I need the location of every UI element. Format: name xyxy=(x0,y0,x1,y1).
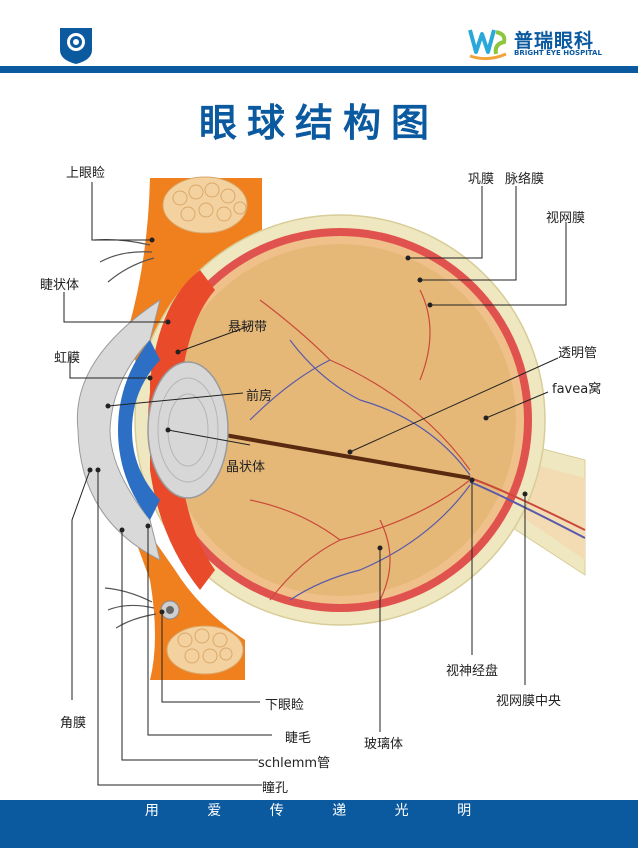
lens xyxy=(147,361,229,499)
brand-mark-icon xyxy=(468,29,507,61)
brand-english-name: BRIGHT EYE HOSPITAL xyxy=(514,49,602,57)
label-optic-disc: 视神经盘 xyxy=(446,664,499,679)
hospital-logo-icon xyxy=(54,22,98,66)
leader-lines xyxy=(63,182,567,786)
label-retina: 视网膜 xyxy=(546,211,586,226)
label-choroid: 脉络膜 xyxy=(505,172,545,187)
label-vitreous: 玻璃体 xyxy=(364,737,404,752)
brand-logo: 普瑞眼科 BRIGHT EYE HOSPITAL xyxy=(466,22,616,62)
lower-fat-pad xyxy=(166,625,244,675)
footer-slogan: 用 爱 传 递 光 明 xyxy=(144,803,494,819)
label-pupil: 瞳孔 xyxy=(262,781,289,796)
header-divider xyxy=(0,66,638,73)
label-cornea: 角膜 xyxy=(60,716,87,731)
upper-fat-pad xyxy=(162,176,248,234)
central-retinal-vessels xyxy=(469,477,586,531)
label-upper-eyelid: 上眼睑 xyxy=(66,166,106,181)
page-title: 眼球结构图 xyxy=(198,101,439,145)
label-lower-eyelid: 下眼睑 xyxy=(265,698,305,713)
retinal-vessels xyxy=(249,289,471,601)
label-anterior-chamber: 前房 xyxy=(246,389,273,404)
ciliary-body xyxy=(150,270,215,590)
label-hyaloid-canal: 透明管 xyxy=(558,346,598,361)
label-eyelash: 睫毛 xyxy=(285,731,312,746)
hyaloid-canal xyxy=(195,428,471,480)
label-lens: 晶状体 xyxy=(226,460,266,475)
label-iris: 虹膜 xyxy=(54,351,81,366)
label-zonule: 悬韧带 xyxy=(228,320,268,335)
label-fovea: favea窝 xyxy=(552,382,602,397)
label-ciliary-body: 睫状体 xyxy=(40,278,80,293)
label-schlemm-canal: schlemm管 xyxy=(258,756,331,771)
leader-dots xyxy=(87,237,528,615)
label-sclera: 巩膜 xyxy=(468,172,495,187)
footer-bar xyxy=(0,800,638,848)
iris xyxy=(118,340,160,520)
label-central-retina: 视网膜中央 xyxy=(496,694,562,709)
brand-name: 普瑞眼科 xyxy=(514,30,595,52)
